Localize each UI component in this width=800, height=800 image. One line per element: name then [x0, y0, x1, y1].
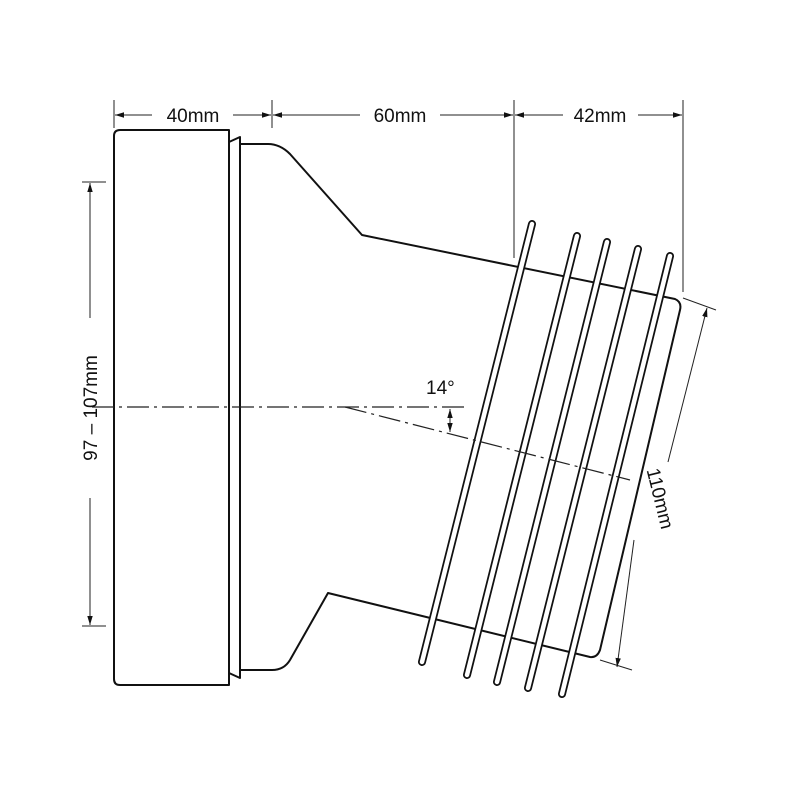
angle-label: 14°	[426, 378, 455, 399]
connector-body	[240, 143, 682, 671]
outlet-centerline	[344, 406, 631, 481]
rib-5	[558, 252, 674, 698]
outlet-length-label: 42mm	[574, 106, 627, 127]
rib-1	[418, 220, 536, 666]
inlet-collar	[113, 129, 230, 686]
sealing-ribs	[418, 220, 674, 698]
collar-length-label: 40mm	[167, 106, 220, 127]
rib-3	[493, 238, 611, 686]
inlet-diameter-label: 97 – 107mm	[81, 355, 102, 461]
outlet-diameter-label: 110mm	[642, 466, 677, 531]
outlet-diameter-dimension	[599, 297, 717, 671]
rib-2	[463, 232, 581, 679]
body-length-label: 60mm	[374, 106, 427, 127]
top-dimension-lines	[113, 100, 684, 292]
inlet-diameter-dimension	[82, 181, 106, 627]
